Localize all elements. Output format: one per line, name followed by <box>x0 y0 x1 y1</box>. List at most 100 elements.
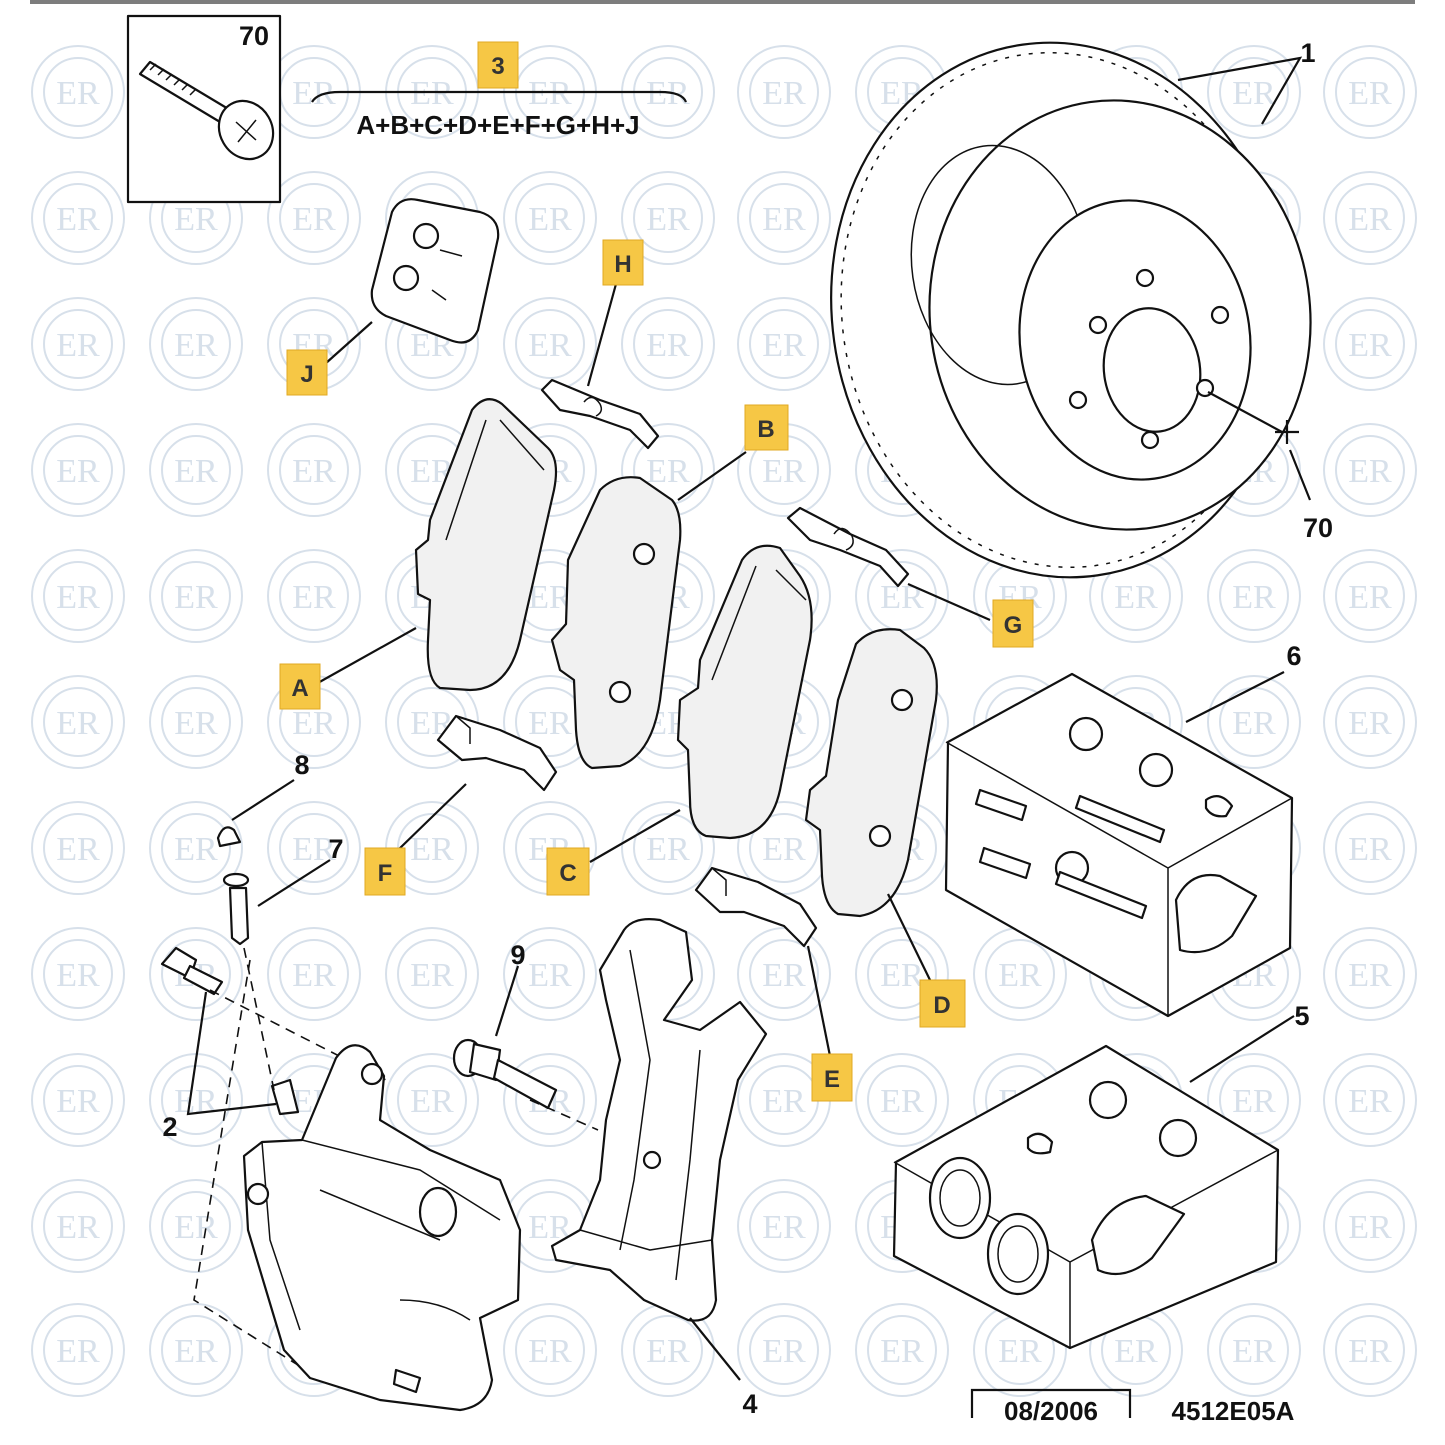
watermark-stamp: ER <box>1207 675 1301 769</box>
spring-clip-h <box>540 378 660 450</box>
watermark-stamp: ER <box>267 801 361 895</box>
svg-text:ER: ER <box>292 705 336 742</box>
callout-j-box <box>286 349 328 396</box>
callout-g: G <box>1004 612 1023 639</box>
watermark-stamp: ER <box>1323 927 1417 1021</box>
watermark-stamp: ER <box>149 549 243 643</box>
brake-pad-b <box>550 476 682 770</box>
watermark-stamp: ER <box>267 927 361 1021</box>
svg-text:ER: ER <box>56 201 100 238</box>
callout-e: E <box>824 1066 840 1093</box>
svg-text:ER: ER <box>528 957 572 994</box>
svg-text:ER: ER <box>762 1209 806 1246</box>
svg-text:ER: ER <box>762 327 806 364</box>
watermark-stamp: ER <box>149 423 243 517</box>
svg-text:ER: ER <box>528 201 572 238</box>
leader-g <box>907 582 991 622</box>
svg-text:ER: ER <box>1114 1333 1158 1370</box>
svg-text:ER: ER <box>762 201 806 238</box>
watermark-stamp: ER <box>737 171 831 265</box>
callout-h-box <box>602 239 644 286</box>
svg-text:ER: ER <box>1348 579 1392 616</box>
watermark-stamp: ER <box>1207 1303 1301 1397</box>
watermark-stamp: ER <box>1323 1303 1417 1397</box>
leader-h <box>586 283 618 387</box>
watermark-stamp: ER <box>1323 1053 1417 1147</box>
brake-pad-d <box>804 628 938 918</box>
svg-text:ER: ER <box>1232 579 1276 616</box>
brake-pad-a <box>414 398 558 692</box>
svg-text:ER: ER <box>998 957 1042 994</box>
watermark-stamp: ER <box>621 423 715 517</box>
watermark-stamp: ER <box>149 1179 243 1273</box>
guide-bolt-2a <box>160 946 224 996</box>
watermark-stamp: ER <box>737 45 831 139</box>
svg-text:ER: ER <box>1232 1333 1276 1370</box>
bolt-9 <box>452 1038 558 1110</box>
leader-e <box>806 945 832 1057</box>
svg-text:ER: ER <box>174 579 218 616</box>
svg-text:ER: ER <box>1348 75 1392 112</box>
watermark-stamp: ER <box>1323 801 1417 895</box>
svg-text:ER: ER <box>1232 75 1276 112</box>
brake-disc <box>830 41 1312 579</box>
watermark-stamp: ER <box>31 1053 125 1147</box>
svg-text:ER: ER <box>410 831 454 868</box>
watermark-stamp: ER <box>149 1303 243 1397</box>
watermark-stamp: ER <box>1323 549 1417 643</box>
watermark-stamp: ER <box>503 1303 597 1397</box>
abutment-clip-f <box>436 714 558 792</box>
spring-clip-g <box>786 506 910 588</box>
svg-text:ER: ER <box>410 75 454 112</box>
callout-70-disc: 70 <box>1303 513 1333 543</box>
watermark-stamp: ER <box>737 423 831 517</box>
callout-b: B <box>757 416 774 443</box>
svg-text:ER: ER <box>528 1333 572 1370</box>
leader-6 <box>1185 671 1285 723</box>
callout-g-box <box>992 599 1034 648</box>
svg-text:ER: ER <box>174 831 218 868</box>
leader-9 <box>494 965 520 1037</box>
leader-c <box>589 809 681 863</box>
svg-text:ER: ER <box>1348 957 1392 994</box>
svg-text:ER: ER <box>762 831 806 868</box>
svg-text:ER: ER <box>762 1083 806 1120</box>
watermark-stamp: ER <box>31 801 125 895</box>
svg-text:ER: ER <box>880 1333 924 1370</box>
callout-9: 9 <box>510 940 525 970</box>
svg-text:ER: ER <box>174 453 218 490</box>
caliper-carrier <box>550 918 768 1322</box>
svg-text:ER: ER <box>646 831 690 868</box>
kit-formula: A+B+C+D+E+F+G+H+J <box>356 110 639 140</box>
callout-a: A <box>291 675 308 702</box>
svg-text:ER: ER <box>1348 1333 1392 1370</box>
bleed-cap-8 <box>216 826 242 848</box>
svg-text:ER: ER <box>292 957 336 994</box>
svg-text:ER: ER <box>646 327 690 364</box>
watermark-stamp: ER <box>1323 423 1417 517</box>
watermark-stamp: ER <box>1207 549 1301 643</box>
leader-8 <box>231 779 295 821</box>
svg-text:ER: ER <box>56 1209 100 1246</box>
watermark-stamp: ER <box>855 1303 949 1397</box>
callout-f: F <box>378 860 393 887</box>
top-strip <box>30 0 1415 4</box>
guide-bolt-2b <box>270 1078 300 1116</box>
svg-text:ER: ER <box>1348 1083 1392 1120</box>
svg-text:ER: ER <box>1348 705 1392 742</box>
watermark-stamp: ER <box>503 297 597 391</box>
callout-a-box <box>279 663 321 710</box>
watermark-stamp: ER <box>855 927 949 1021</box>
svg-text:ER: ER <box>174 201 218 238</box>
leader-7 <box>257 859 331 907</box>
watermark-stamp: ER <box>1089 549 1183 643</box>
svg-text:ER: ER <box>998 1333 1042 1370</box>
svg-text:ER: ER <box>762 453 806 490</box>
watermark-stamp: ER <box>385 1053 479 1147</box>
watermark-stamp: ER <box>1207 1053 1301 1147</box>
callout-1: 1 <box>1300 38 1315 68</box>
svg-text:ER: ER <box>174 1083 218 1120</box>
svg-text:ER: ER <box>1348 201 1392 238</box>
svg-text:ER: ER <box>56 327 100 364</box>
svg-text:ER: ER <box>292 201 336 238</box>
